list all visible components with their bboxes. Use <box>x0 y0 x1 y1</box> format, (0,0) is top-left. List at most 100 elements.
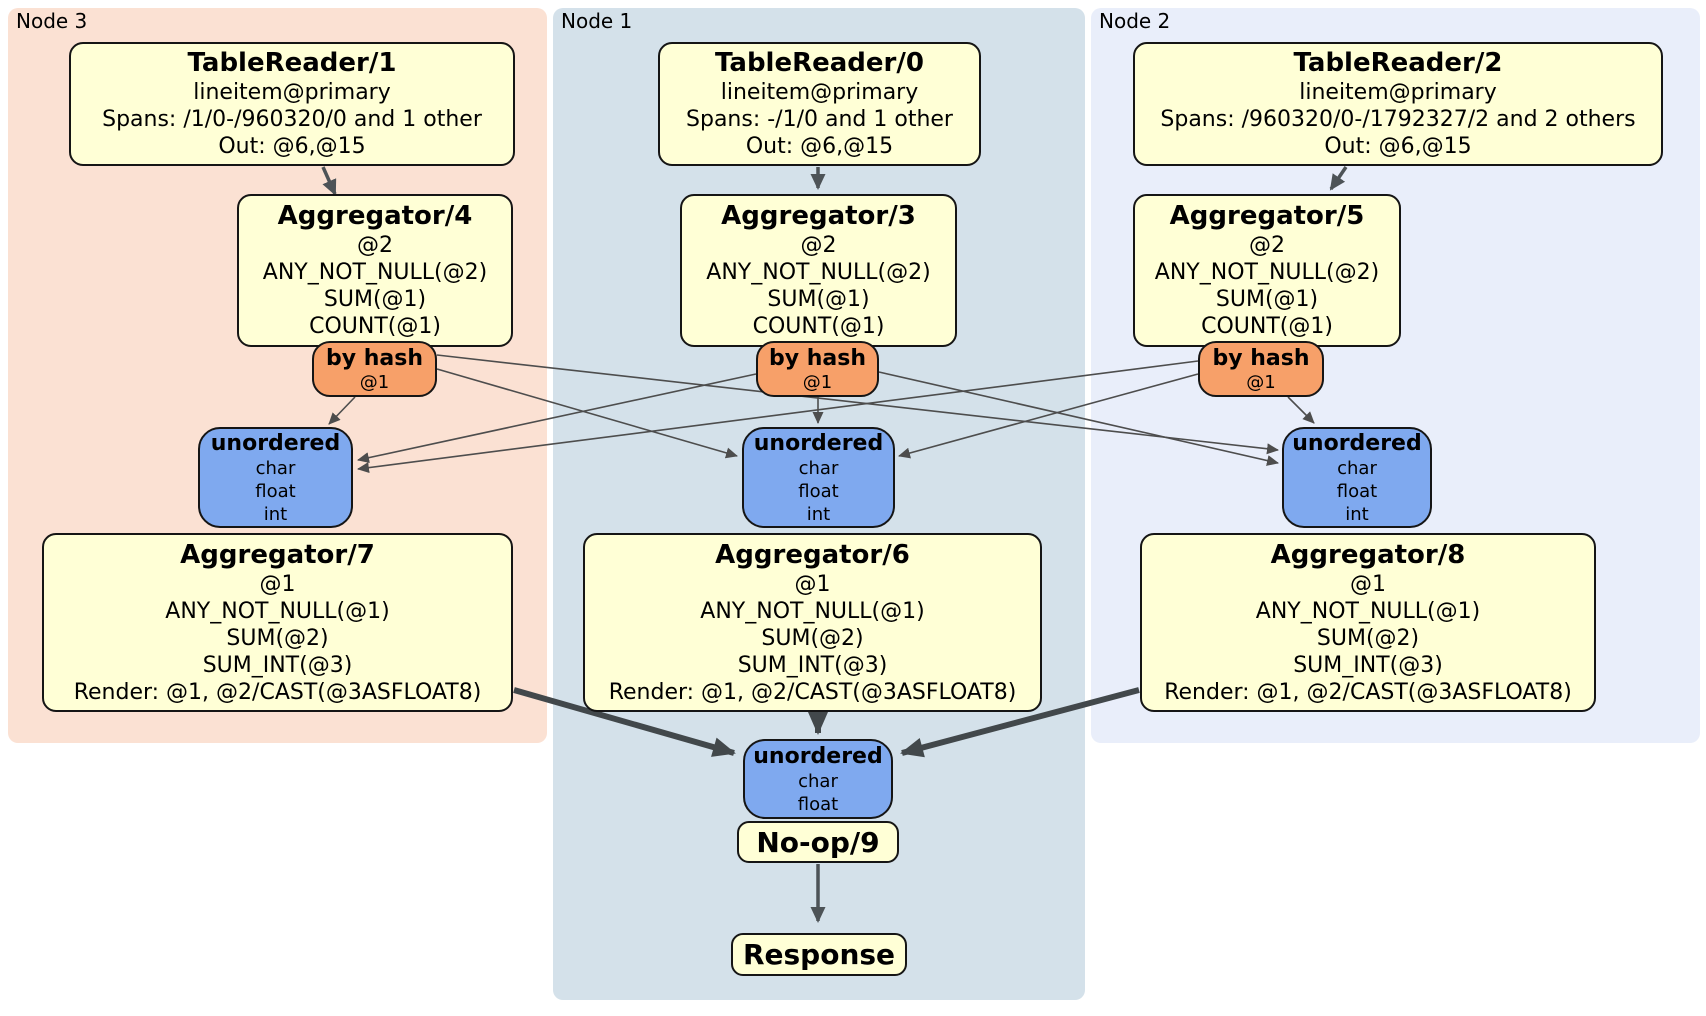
router-title: by hash <box>325 345 423 371</box>
sync-title: unordered <box>1292 430 1422 456</box>
sync-unordered-node2: unordered char float int <box>1282 427 1432 528</box>
processor-detail: COUNT(@1) <box>1201 314 1333 339</box>
edge-tr1-to-agg4 <box>321 166 337 196</box>
processor-detail: Spans: /960320/0-/1792327/2 and 2 others <box>1160 107 1636 132</box>
processor-title: Aggregator/6 <box>715 539 910 570</box>
sync-column: char <box>798 457 839 479</box>
edge-agg8-to-finalsync <box>900 687 1140 758</box>
processor-detail: ANY_NOT_NULL(@1) <box>165 598 390 624</box>
processor-noop-9: No-op/9 <box>737 821 899 863</box>
processor-detail: SUM_INT(@3) <box>737 652 888 678</box>
edge-byhash3-to-sync1 <box>436 368 738 459</box>
sync-column: char <box>255 457 296 479</box>
processor-detail: lineitem@primary <box>193 80 391 105</box>
processor-detail: @2 <box>800 233 837 258</box>
region-label-node1: Node 1 <box>561 9 633 33</box>
processor-title: Aggregator/4 <box>277 201 473 231</box>
router-detail: @1 <box>802 371 833 393</box>
processor-title: Aggregator/5 <box>1169 201 1365 231</box>
processor-aggregator-8: Aggregator/8 @1 ANY_NOT_NULL(@1) SUM(@2)… <box>1140 533 1596 712</box>
processor-detail: SUM(@1) <box>1215 287 1319 312</box>
sync-title: unordered <box>753 743 883 769</box>
edge-agg7-to-finalsync <box>513 687 736 757</box>
processor-aggregator-3: Aggregator/3 @2 ANY_NOT_NULL(@2) SUM(@1)… <box>680 194 957 347</box>
processor-title: Aggregator/3 <box>721 201 916 231</box>
processor-detail: @1 <box>794 571 831 597</box>
sync-unordered-node3: unordered char float int <box>198 427 353 528</box>
router-byhash-node2: by hash @1 <box>1198 341 1324 397</box>
processor-detail: @1 <box>259 571 296 597</box>
processor-detail: ANY_NOT_NULL(@2) <box>1154 260 1380 285</box>
sync-column: float <box>255 480 296 502</box>
processor-detail: Render: @1, @2/CAST(@3ASFLOAT8) <box>1164 679 1572 705</box>
processor-aggregator-6: Aggregator/6 @1 ANY_NOT_NULL(@1) SUM(@2)… <box>583 533 1042 712</box>
router-title: by hash <box>1212 345 1310 371</box>
processor-detail: COUNT(@1) <box>309 314 441 339</box>
edge-tr2-to-agg5 <box>1329 166 1348 191</box>
sync-column: char <box>1337 457 1377 479</box>
sync-column: int <box>806 503 831 525</box>
processor-detail: SUM(@1) <box>767 287 870 312</box>
processor-detail: @1 <box>1350 571 1386 597</box>
processor-detail: COUNT(@1) <box>752 314 885 339</box>
processor-detail: SUM(@2) <box>761 625 864 651</box>
edge-byhash3-to-sync3 <box>328 396 356 425</box>
processor-detail: SUM(@2) <box>1316 625 1420 651</box>
processor-detail: @2 <box>1249 233 1285 258</box>
processor-detail: ANY_NOT_NULL(@1) <box>1255 598 1481 624</box>
sync-column: int <box>1345 503 1369 525</box>
sync-unordered-node1: unordered char float int <box>742 427 895 528</box>
edge-byhash1-to-sync2 <box>878 371 1279 466</box>
sync-column: int <box>263 503 288 525</box>
processor-detail: ANY_NOT_NULL(@2) <box>706 260 931 285</box>
processor-detail: SUM_INT(@3) <box>202 652 353 678</box>
sync-column: float <box>1336 480 1378 502</box>
processor-detail: Render: @1, @2/CAST(@3ASFLOAT8) <box>73 679 482 705</box>
router-byhash-node3: by hash @1 <box>312 341 437 397</box>
processor-detail: Out: @6,@15 <box>218 134 366 159</box>
processor-detail: Spans: /1/0-/960320/0 and 1 other <box>102 107 482 132</box>
processor-aggregator-4: Aggregator/4 @2 ANY_NOT_NULL(@2) SUM(@1)… <box>237 194 513 347</box>
router-title: by hash <box>768 345 866 371</box>
processor-title: Aggregator/7 <box>180 539 375 570</box>
processor-detail: @2 <box>357 233 393 258</box>
processor-tablereader-0: TableReader/0 lineitem@primary Spans: -/… <box>658 42 981 166</box>
processor-title: TableReader/0 <box>715 48 924 78</box>
processor-detail: lineitem@primary <box>1299 80 1497 105</box>
processor-title: TableReader/1 <box>187 48 397 78</box>
sync-title: unordered <box>210 430 341 456</box>
processor-tablereader-2: TableReader/2 lineitem@primary Spans: /9… <box>1133 42 1663 166</box>
region-label-node3: Node 3 <box>16 9 88 33</box>
processor-detail: Spans: -/1/0 and 1 other <box>686 107 953 132</box>
router-byhash-node1: by hash @1 <box>756 341 879 397</box>
processor-detail: SUM(@2) <box>226 625 329 651</box>
sync-column: char <box>798 770 838 792</box>
edge-byhash2-to-sync2 <box>1287 396 1315 424</box>
processor-aggregator-5: Aggregator/5 @2 ANY_NOT_NULL(@2) SUM(@1)… <box>1133 194 1401 347</box>
edge-byhash3-to-sync2 <box>436 354 1279 455</box>
sync-unordered-final: unordered char float <box>743 739 893 819</box>
edge-byhash2-to-sync3 <box>357 360 1199 474</box>
processor-detail: SUM(@1) <box>323 287 427 312</box>
processor-detail: Out: @6,@15 <box>1324 134 1472 159</box>
processor-title: Aggregator/8 <box>1270 539 1466 570</box>
processor-detail: Render: @1, @2/CAST(@3ASFLOAT8) <box>608 679 1017 705</box>
router-detail: @1 <box>359 371 390 393</box>
processor-detail: ANY_NOT_NULL(@2) <box>262 260 488 285</box>
region-label-node2: Node 2 <box>1099 9 1171 33</box>
router-detail: @1 <box>1246 371 1276 393</box>
processor-detail: SUM_INT(@3) <box>1293 652 1443 678</box>
processor-tablereader-1: TableReader/1 lineitem@primary Spans: /1… <box>69 42 515 166</box>
sync-column: float <box>798 480 839 502</box>
edge-byhash2-to-sync1 <box>898 373 1199 459</box>
response-box: Response <box>731 933 907 976</box>
processor-aggregator-7: Aggregator/7 @1 ANY_NOT_NULL(@1) SUM(@2)… <box>42 533 513 712</box>
edge-byhash1-to-sync3 <box>357 373 757 464</box>
processor-detail: Out: @6,@15 <box>745 134 894 159</box>
processor-detail: lineitem@primary <box>720 80 919 105</box>
sync-column: float <box>797 793 839 815</box>
processor-detail: ANY_NOT_NULL(@1) <box>700 598 925 624</box>
processor-title: TableReader/2 <box>1293 48 1503 78</box>
